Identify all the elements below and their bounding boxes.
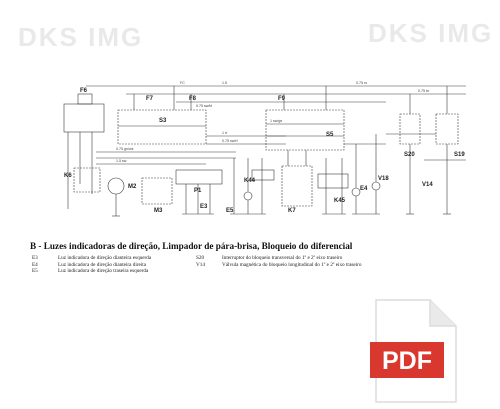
legend-item: E3 Luz indicadora de direção dianteira e… [32, 255, 151, 262]
label-s19: S19 [454, 152, 465, 158]
legend-item: E4 Luz indicadora de direção dianteira d… [32, 262, 151, 269]
wire-label-1: 1.5 [222, 81, 227, 85]
legend-item: E5 Luz indicadora de direção traseira es… [32, 268, 151, 275]
legend-text: Interruptor do bloqueio transversal do 1… [222, 255, 343, 261]
caption-title: B - Luzes indicadoras de direção, Limpad… [30, 241, 353, 251]
wire-label-2: 0.75 sw/bl [196, 104, 212, 108]
label-f9: F9 [278, 96, 286, 102]
legend-text: Luz indicadora de direção dianteira esqu… [58, 255, 152, 261]
legend-code: V14 [196, 261, 205, 268]
legend-text: Luz indicadora de direção dianteira dire… [58, 261, 146, 268]
wire-label-7: 0.75 gn/ws [116, 147, 134, 151]
label-k44: K44 [244, 178, 256, 184]
wire-label-fc: FC [180, 81, 185, 85]
legend-code: E5 [32, 268, 38, 275]
pdf-label: PDF [382, 347, 432, 375]
label-e4: E4 [360, 186, 368, 192]
label-f6: F6 [80, 88, 88, 94]
legend-code: E3 [32, 255, 38, 261]
watermark-right: DKS IMG [368, 18, 494, 48]
wire-label-3: 0.75 rs [356, 81, 367, 85]
pdf-banner [370, 342, 444, 378]
legend-left: E3 Luz indicadora de direção dianteira e… [32, 255, 151, 275]
pdf-file-icon[interactable]: PDF [370, 298, 460, 404]
wiring-schematic: F6 F7 F8 F9 S3 S5 K6 M2 M3 P1 E3 E5 K44 … [63, 81, 466, 217]
wiring-diagram: F6 F7 F8 F9 S3 S5 K6 M2 M3 P1 E3 E5 K44 … [26, 74, 478, 224]
wire-label-4: 1 rt [222, 131, 227, 135]
label-s20: S20 [404, 152, 415, 158]
label-v14: V14 [422, 182, 433, 188]
label-m2: M2 [128, 184, 137, 190]
legend-code: E4 [32, 261, 38, 268]
legend-text: Válvula magnética do bloqueio longitudin… [222, 261, 362, 268]
label-k45: K45 [334, 198, 346, 204]
label-s5: S5 [326, 132, 334, 138]
watermark-left: DKS IMG [18, 22, 144, 52]
legend-text: Luz indicadora de direção traseira esque… [58, 268, 149, 275]
legend-right: S20 Interruptor do bloqueio transversal … [196, 255, 372, 268]
label-e5: E5 [226, 208, 234, 214]
wire-label-5: 0.75 sw/rt [222, 139, 238, 143]
wire-label-6: 1 sw/ge [270, 119, 282, 123]
legend-code: S20 [196, 255, 205, 261]
legend-item: V14 Válvula magnética do bloqueio longit… [196, 262, 372, 269]
legend-item: S20 Interruptor do bloqueio transversal … [196, 255, 372, 262]
label-f7: F7 [146, 96, 154, 102]
label-s3: S3 [159, 118, 167, 124]
label-f8: F8 [189, 96, 197, 102]
label-k6: K6 [64, 173, 72, 179]
wire-label-9: 0.75 br [418, 89, 430, 93]
label-p1: P1 [194, 188, 202, 194]
label-v18: V18 [378, 176, 389, 182]
label-m3: M3 [154, 208, 163, 214]
wire-label-8: 1.5 sw [116, 159, 127, 163]
label-k7: K7 [288, 208, 296, 214]
label-e3: E3 [200, 204, 208, 210]
